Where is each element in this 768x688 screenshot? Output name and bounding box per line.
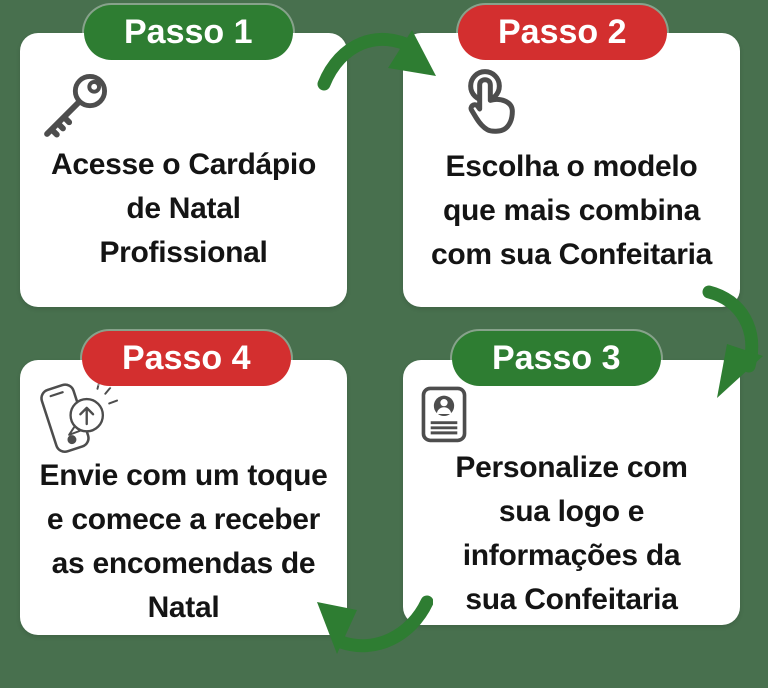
step-1-text: Acesse o Cardápio de Natal Profissional bbox=[50, 148, 316, 269]
phone-send-icon bbox=[24, 380, 124, 470]
key-icon bbox=[34, 67, 116, 145]
step-1-card: Acesse o Cardápio de Natal Profissional bbox=[20, 33, 347, 307]
step-3-text: Personalize com sua logo e informações d… bbox=[455, 451, 688, 616]
tap-icon bbox=[451, 65, 533, 145]
step-3-card: Personalize com sua logo e informações d… bbox=[403, 360, 740, 625]
step-2-card: Escolha o modelo que mais combina com su… bbox=[403, 33, 740, 307]
arrow-step2-to-step3-icon bbox=[697, 282, 768, 402]
step-4-card: Envie com um toque e comece a receber as… bbox=[20, 360, 347, 635]
step-4-badge: Passo 4 bbox=[82, 331, 291, 386]
step-2-text: Escolha o modelo que mais combina com su… bbox=[430, 150, 713, 271]
arrow-step3-to-step4-icon bbox=[313, 590, 433, 665]
id-card-icon bbox=[415, 382, 473, 448]
arrow-step1-to-step2-icon bbox=[316, 22, 446, 100]
step-1-badge: Passo 1 bbox=[84, 5, 293, 60]
step-4-text: Envie com um toque e comece a receber as… bbox=[39, 459, 328, 624]
step-3-badge: Passo 3 bbox=[452, 331, 661, 386]
step-2-badge: Passo 2 bbox=[458, 5, 667, 60]
